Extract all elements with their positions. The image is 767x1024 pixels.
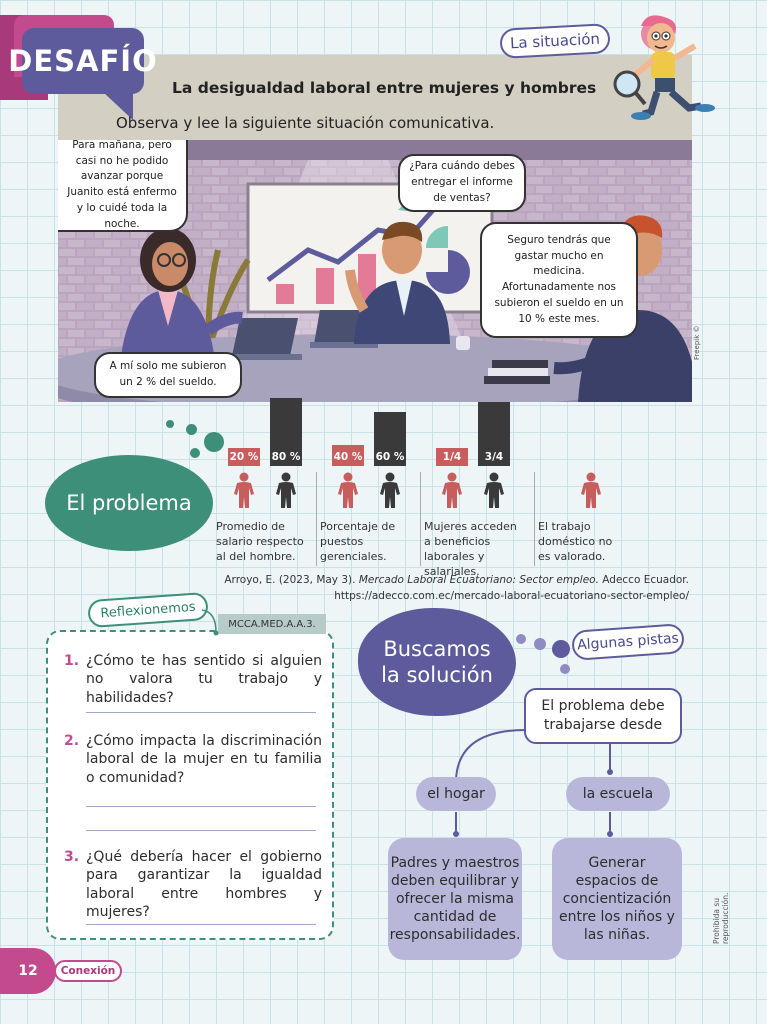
women-share-box: 1/4 [436, 447, 468, 466]
copyright-notice: Prohibida su reproducción. [712, 892, 730, 944]
image-credit: Freepik © [693, 325, 701, 360]
woman-figure-icon [231, 472, 257, 508]
women-share-box: 20 % [228, 448, 260, 466]
men-share-box: 80 % [270, 398, 302, 466]
deco-dot [534, 638, 546, 650]
stat-divider [534, 472, 535, 566]
deco-dot [166, 420, 174, 428]
page-title: La desigualdad laboral entre mujeres y h… [172, 79, 597, 97]
question-2: 2. ¿Cómo impacta la discriminación labor… [64, 732, 322, 787]
citation-publisher: Adecco Ecuador. [602, 574, 689, 586]
question-number: 2. [64, 733, 80, 749]
branch-school: la escuela [566, 777, 670, 811]
question-number: 1. [64, 653, 80, 669]
deco-dot [186, 424, 197, 435]
deco-dot [516, 634, 526, 644]
deco-dot [552, 640, 570, 658]
deco-dot [560, 664, 570, 674]
stat-description: El trabajo doméstico no es valorado. [538, 520, 613, 563]
man-figure-icon [481, 472, 507, 508]
office-scene: Para mañana, pero casi no he podido avan… [58, 140, 692, 402]
desafio-badge: DESAFÍO [8, 28, 157, 94]
women-share-box: 40 % [332, 444, 364, 466]
woman-figure-icon [335, 472, 361, 508]
solution-heading-line2: la solución [381, 663, 493, 687]
question-text: ¿Qué debería hacer el gobierno para gara… [86, 849, 322, 921]
answer-line[interactable] [86, 806, 316, 807]
badge-tail [103, 92, 133, 120]
men-share-box: 60 % [374, 411, 406, 466]
question-3: 3. ¿Qué debería hacer el gobierno para g… [64, 848, 322, 922]
stat-divider [420, 472, 421, 566]
deco-dot [204, 432, 224, 452]
section-label: Conexión [54, 960, 122, 982]
deco-dot [190, 448, 200, 458]
solution-heading-line1: Buscamos [383, 636, 491, 661]
citation: Arroyo, E. (2023, May 3). Mercado Labora… [224, 573, 689, 605]
hints-tag: Algunas pistas [571, 623, 685, 661]
question-text: ¿Cómo te has sentido si alguien no valor… [86, 653, 322, 706]
problem-heading: El problema [45, 455, 213, 551]
reflection-tag: Reflexionemos [87, 591, 209, 629]
men-share-box: 3/4 [478, 401, 510, 466]
skill-code: MCCA.MED.A.A.3. [218, 614, 326, 634]
tag-connector [201, 609, 219, 636]
speech-bubble-man-right: Seguro tendrás que gastar mucho en medic… [480, 222, 638, 338]
answer-line[interactable] [86, 830, 316, 831]
citation-title: Mercado Laboral Ecuatoriano: Sector empl… [358, 574, 599, 586]
speech-bubble-boss: ¿Para cuándo debes entregar el informe d… [398, 154, 526, 212]
speech-bubble-woman-bottom: A mí solo me subieron un 2 % del sueldo. [94, 352, 242, 398]
page-number: 12 [0, 948, 56, 994]
lead-text: Observa y lee la siguiente situación com… [116, 114, 495, 132]
question-number: 3. [64, 849, 80, 865]
stat-description: Promedio de salario respecto al del homb… [216, 520, 304, 563]
woman-figure-icon [578, 472, 604, 508]
situation-tag: La situación [499, 23, 611, 59]
detective-mascot-icon [613, 15, 715, 120]
answer-line[interactable] [86, 712, 316, 713]
header-panel [58, 55, 692, 143]
citation-url[interactable]: https://adecco.com.ec/mercado-laboral-ec… [334, 589, 689, 602]
school-detail: Generar espacios de concientización entr… [552, 838, 682, 960]
home-detail: Padres y maestros deben equilibrar y ofr… [388, 838, 522, 960]
solution-heading: Buscamos la solución [358, 608, 516, 716]
stat-divider [316, 472, 317, 566]
woman-figure-icon [439, 472, 465, 508]
branch-home: el hogar [416, 777, 496, 811]
citation-author: Arroyo, E. (2023, May 3). [224, 574, 356, 586]
question-1: 1. ¿Cómo te has sentido si alguien no va… [64, 652, 322, 707]
question-text: ¿Cómo impacta la discriminación laboral … [86, 733, 322, 786]
man-figure-icon [377, 472, 403, 508]
man-figure-icon [273, 472, 299, 508]
speech-bubble-woman-top: Para mañana, pero casi no he podido avan… [58, 140, 188, 232]
stat-description: Mujeres acceden a beneficios laborales y… [424, 520, 517, 578]
reflection-box: 1. ¿Cómo te has sentido si alguien no va… [46, 630, 334, 940]
stat-description: Porcentaje de puestos gerenciales. [320, 520, 396, 563]
answer-line[interactable] [86, 924, 316, 925]
solution-root-box: El problema debe trabajarse desde [524, 688, 682, 744]
